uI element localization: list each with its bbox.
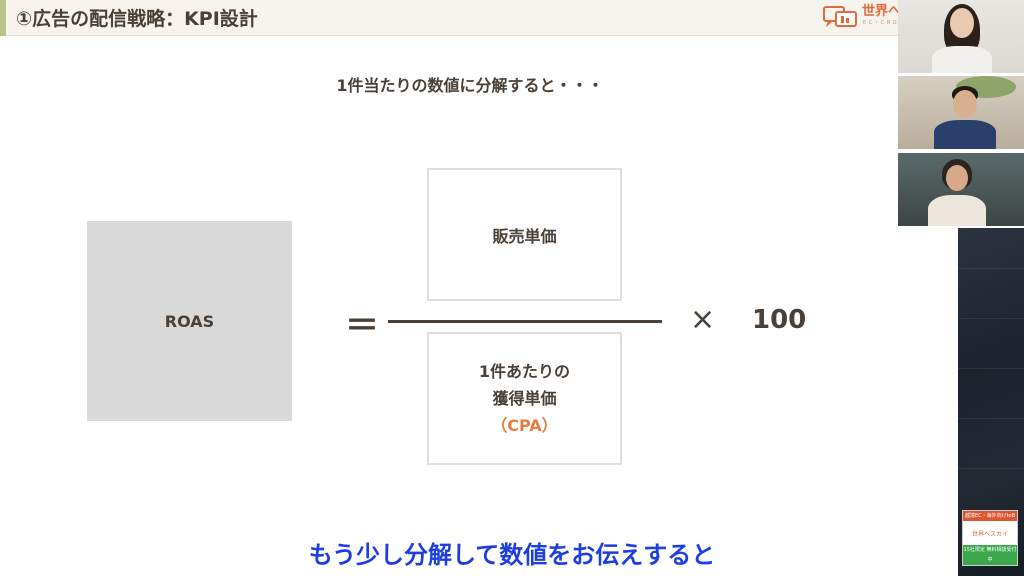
participant-video-3[interactable] [898, 153, 1024, 226]
logo-text: 世界へ [862, 4, 902, 19]
denominator-cpa: （CPA） [491, 416, 558, 435]
multiplier-value: 100 [752, 305, 807, 335]
denominator-box: 1件あたりの 獲得単価 （CPA） [427, 332, 622, 465]
ad-banner-logo: 世界へスカイ [971, 530, 1008, 538]
brand-logo: 世界へ ＥＣ・ＣＲＯＳＳ [822, 4, 910, 32]
equals-sign: ＝ [345, 306, 379, 346]
times-sign: × [690, 302, 716, 337]
numerator-box: 販売単価 [427, 168, 622, 301]
logo-subtext: ＥＣ・ＣＲＯＳＳ [862, 20, 911, 26]
participant-video-1[interactable] [898, 0, 1024, 73]
participant-face [950, 8, 974, 38]
numerator-label: 販売単価 [492, 226, 557, 246]
ad-banner[interactable]: 越境EC・海外向けtoB 世界へスカイ 15社限定 無料相談受付中 [962, 510, 1018, 566]
speech-bubble-icon [822, 4, 858, 32]
slide-title: ①広告の配信戦略：KPI設計 [16, 8, 258, 30]
participant-face [946, 165, 968, 191]
subtitle-caption: もう少し分解して数値をお伝えすると [308, 541, 716, 569]
slide-header: ①広告の配信戦略：KPI設計 世界へ ＥＣ・ＣＲＯＳＳ [0, 0, 1024, 36]
fraction-line [388, 320, 662, 323]
header-accent-bar [0, 0, 6, 36]
denominator-line1: 1件あたりの [478, 362, 571, 381]
denominator-line2: 獲得単価 [492, 389, 557, 408]
participant-face [953, 90, 977, 118]
roas-label: ROAS [164, 311, 215, 331]
ad-banner-bottom: 15社限定 無料相談受付中 [963, 545, 1017, 565]
participant-video-2[interactable] [898, 76, 1024, 149]
roas-box: ROAS [87, 221, 292, 421]
ad-banner-top: 越境EC・海外向けtoB [963, 511, 1017, 521]
slide-subtitle: 1件当たりの数値に分解すると・・・ [336, 76, 604, 95]
